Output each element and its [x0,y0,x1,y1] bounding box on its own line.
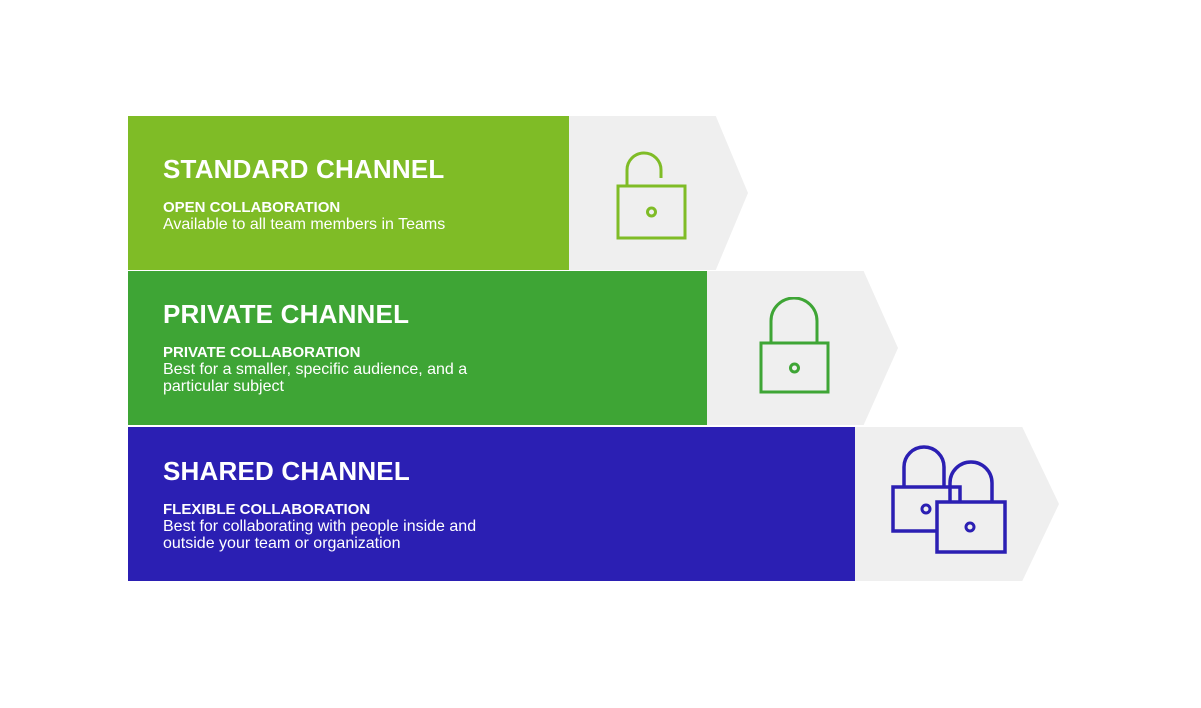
shared-channel-description: Best for collaborating with people insid… [163,518,477,552]
standard-channel-text: STANDARD CHANNEL OPEN COLLABORATION Avai… [163,154,523,233]
standard-channel-title: STANDARD CHANNEL [163,154,445,184]
unlocked-padlock-icon [613,144,693,244]
standard-channel-subtitle: OPEN COLLABORATION [163,199,341,216]
private-channel-color-block [128,271,707,425]
shared-channel-subtitle: FLEXIBLE COLLABORATION [163,501,371,518]
private-channel-title: PRIVATE CHANNEL [163,299,410,329]
shared-channel-band: SHARED CHANNEL FLEXIBLE COLLABORATION Be… [128,427,1059,581]
shared-channel-title: SHARED CHANNEL [163,456,410,486]
private-channel-band: PRIVATE CHANNEL PRIVATE COLLABORATION Be… [128,271,898,425]
private-channel-text: PRIVATE CHANNEL PRIVATE COLLABORATION Be… [163,299,523,395]
standard-channel-arrow [569,116,748,270]
locked-padlock-icon [756,297,836,397]
shared-channel-text: SHARED CHANNEL FLEXIBLE COLLABORATION Be… [163,456,523,552]
standard-channel-color-block [128,116,569,270]
shared-channel-color-block [128,427,855,581]
standard-channel-description: Available to all team members in Teams [163,216,446,233]
private-channel-subtitle: PRIVATE COLLABORATION [163,344,361,361]
private-channel-arrow [707,271,898,425]
double-padlock-icon [888,441,1013,561]
standard-channel-band: STANDARD CHANNEL OPEN COLLABORATION Avai… [128,116,748,270]
private-channel-description: Best for a smaller, specific audience, a… [163,361,468,395]
